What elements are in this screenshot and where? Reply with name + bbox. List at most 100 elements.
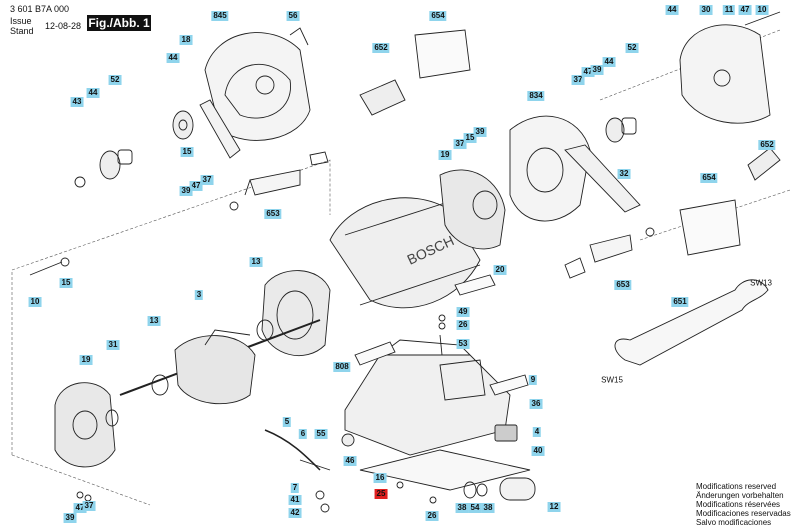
left-flange-parts — [29, 99, 241, 276]
end-shield-right — [439, 169, 506, 250]
bracket-right — [564, 227, 655, 279]
part-callout: 36 — [529, 399, 543, 409]
part-callout: 10 — [28, 297, 42, 307]
part-callout: 5 — [282, 417, 292, 427]
note-line: Modifications réservées — [696, 500, 781, 509]
part-callout: 47 — [581, 67, 595, 77]
part-callout: 10 — [755, 5, 769, 15]
part-callout: 16 — [373, 473, 387, 483]
switch — [494, 424, 518, 442]
part-callout: 47 — [738, 5, 752, 15]
part-callout: 39 — [473, 127, 487, 137]
part-callout: 42 — [288, 508, 302, 518]
part-callout: 653 — [614, 280, 632, 290]
part-callout: 652 — [372, 43, 390, 53]
part-callout: 52 — [108, 75, 122, 85]
part-callout: 4 — [532, 427, 542, 437]
part-callout: 20 — [493, 265, 507, 275]
power-cord — [264, 429, 355, 513]
wheel-guard-left — [204, 27, 311, 141]
part-callout: 7 — [290, 483, 300, 493]
part-callout: 15 — [180, 147, 194, 157]
part-callout: 47 — [73, 503, 87, 513]
label-plates — [354, 274, 529, 396]
part-callout: 30 — [699, 5, 713, 15]
part-callout: 18 — [179, 35, 193, 45]
part-callout: 26 — [456, 320, 470, 330]
note-line: Änderungen vorbehalten — [696, 491, 784, 500]
part-callout: 12 — [547, 502, 561, 512]
highlighted-part-callout: 25 — [374, 489, 388, 499]
wheel-guard-right — [509, 115, 591, 222]
part-callout: 43 — [70, 97, 84, 107]
part-callout: 6 — [298, 429, 308, 439]
issue-label: Issue — [10, 16, 32, 26]
part-callout: 13 — [249, 257, 263, 267]
stand-label: Stand — [10, 26, 34, 36]
spanner-size-label: SW13 — [750, 278, 772, 288]
end-shield-left — [54, 382, 119, 468]
part-callout: 808 — [333, 362, 351, 372]
spanner-size-label: SW15 — [601, 375, 623, 385]
part-callout: 52 — [625, 43, 639, 53]
part-callout: 654 — [700, 173, 718, 183]
part-callout: 3 — [194, 290, 204, 300]
bracket-left — [229, 151, 329, 211]
part-callout: 845 — [211, 11, 229, 21]
part-callout: 654 — [429, 11, 447, 21]
note-line: Modifications reserved — [696, 482, 777, 491]
capacitor — [463, 477, 536, 501]
part-callout: 15 — [463, 133, 477, 143]
part-callout: 46 — [343, 456, 357, 466]
part-callout: 834 — [527, 91, 545, 101]
note-line: Modificaciones reservadas — [696, 509, 791, 518]
part-callout: 32 — [617, 169, 631, 179]
part-callout: 37 — [571, 75, 585, 85]
part-callout: 13 — [147, 316, 161, 326]
part-callout: 44 — [602, 57, 616, 67]
part-callout: 38 — [455, 503, 469, 513]
right-flange-parts — [564, 117, 781, 256]
part-callout: 37 — [82, 501, 96, 511]
part-callout: 44 — [665, 5, 679, 15]
part-callout: 49 — [456, 307, 470, 317]
part-callout: 44 — [86, 88, 100, 98]
wheel-guard-top-right — [679, 11, 781, 124]
armature — [119, 319, 321, 405]
part-callout: 41 — [288, 495, 302, 505]
part-callout: 39 — [590, 65, 604, 75]
note-line: Salvo modificaciones — [696, 518, 772, 527]
part-callout: 37 — [453, 139, 467, 149]
part-callout: 19 — [79, 355, 93, 365]
part-callout: 44 — [166, 53, 180, 63]
part-callout: 26 — [425, 511, 439, 521]
spanner — [614, 279, 769, 366]
part-callout: 39 — [63, 513, 77, 523]
hardware — [76, 314, 446, 504]
part-callout: 39 — [179, 186, 193, 196]
part-callout: 9 — [528, 375, 538, 385]
part-callout: 55 — [314, 429, 328, 439]
motor-housing: BOSCH — [329, 194, 481, 309]
part-callout: 651 — [671, 297, 689, 307]
part-callout: 652 — [758, 140, 776, 150]
base — [344, 339, 531, 491]
part-callout: 653 — [264, 209, 282, 219]
figure-label: Fig./Abb. 1 — [87, 15, 151, 31]
part-callout: 38 — [481, 503, 495, 513]
part-callout: 54 — [468, 503, 482, 513]
part-callout: 31 — [106, 340, 120, 350]
part-callout: 56 — [286, 11, 300, 21]
eye-shield-top — [359, 29, 471, 116]
part-callout: 11 — [722, 5, 736, 15]
part-callout: 19 — [438, 150, 452, 160]
issue-date: 12-08-28 — [45, 21, 82, 31]
doc-number: 3 601 B7A 000 — [10, 4, 70, 14]
modification-notes: Modifications reserved Änderungen vorbeh… — [696, 482, 796, 527]
part-callout: 40 — [531, 446, 545, 456]
stator — [261, 270, 331, 357]
part-callout: 15 — [59, 278, 73, 288]
part-callout: 37 — [200, 175, 214, 185]
part-callout: 47 — [189, 181, 203, 191]
